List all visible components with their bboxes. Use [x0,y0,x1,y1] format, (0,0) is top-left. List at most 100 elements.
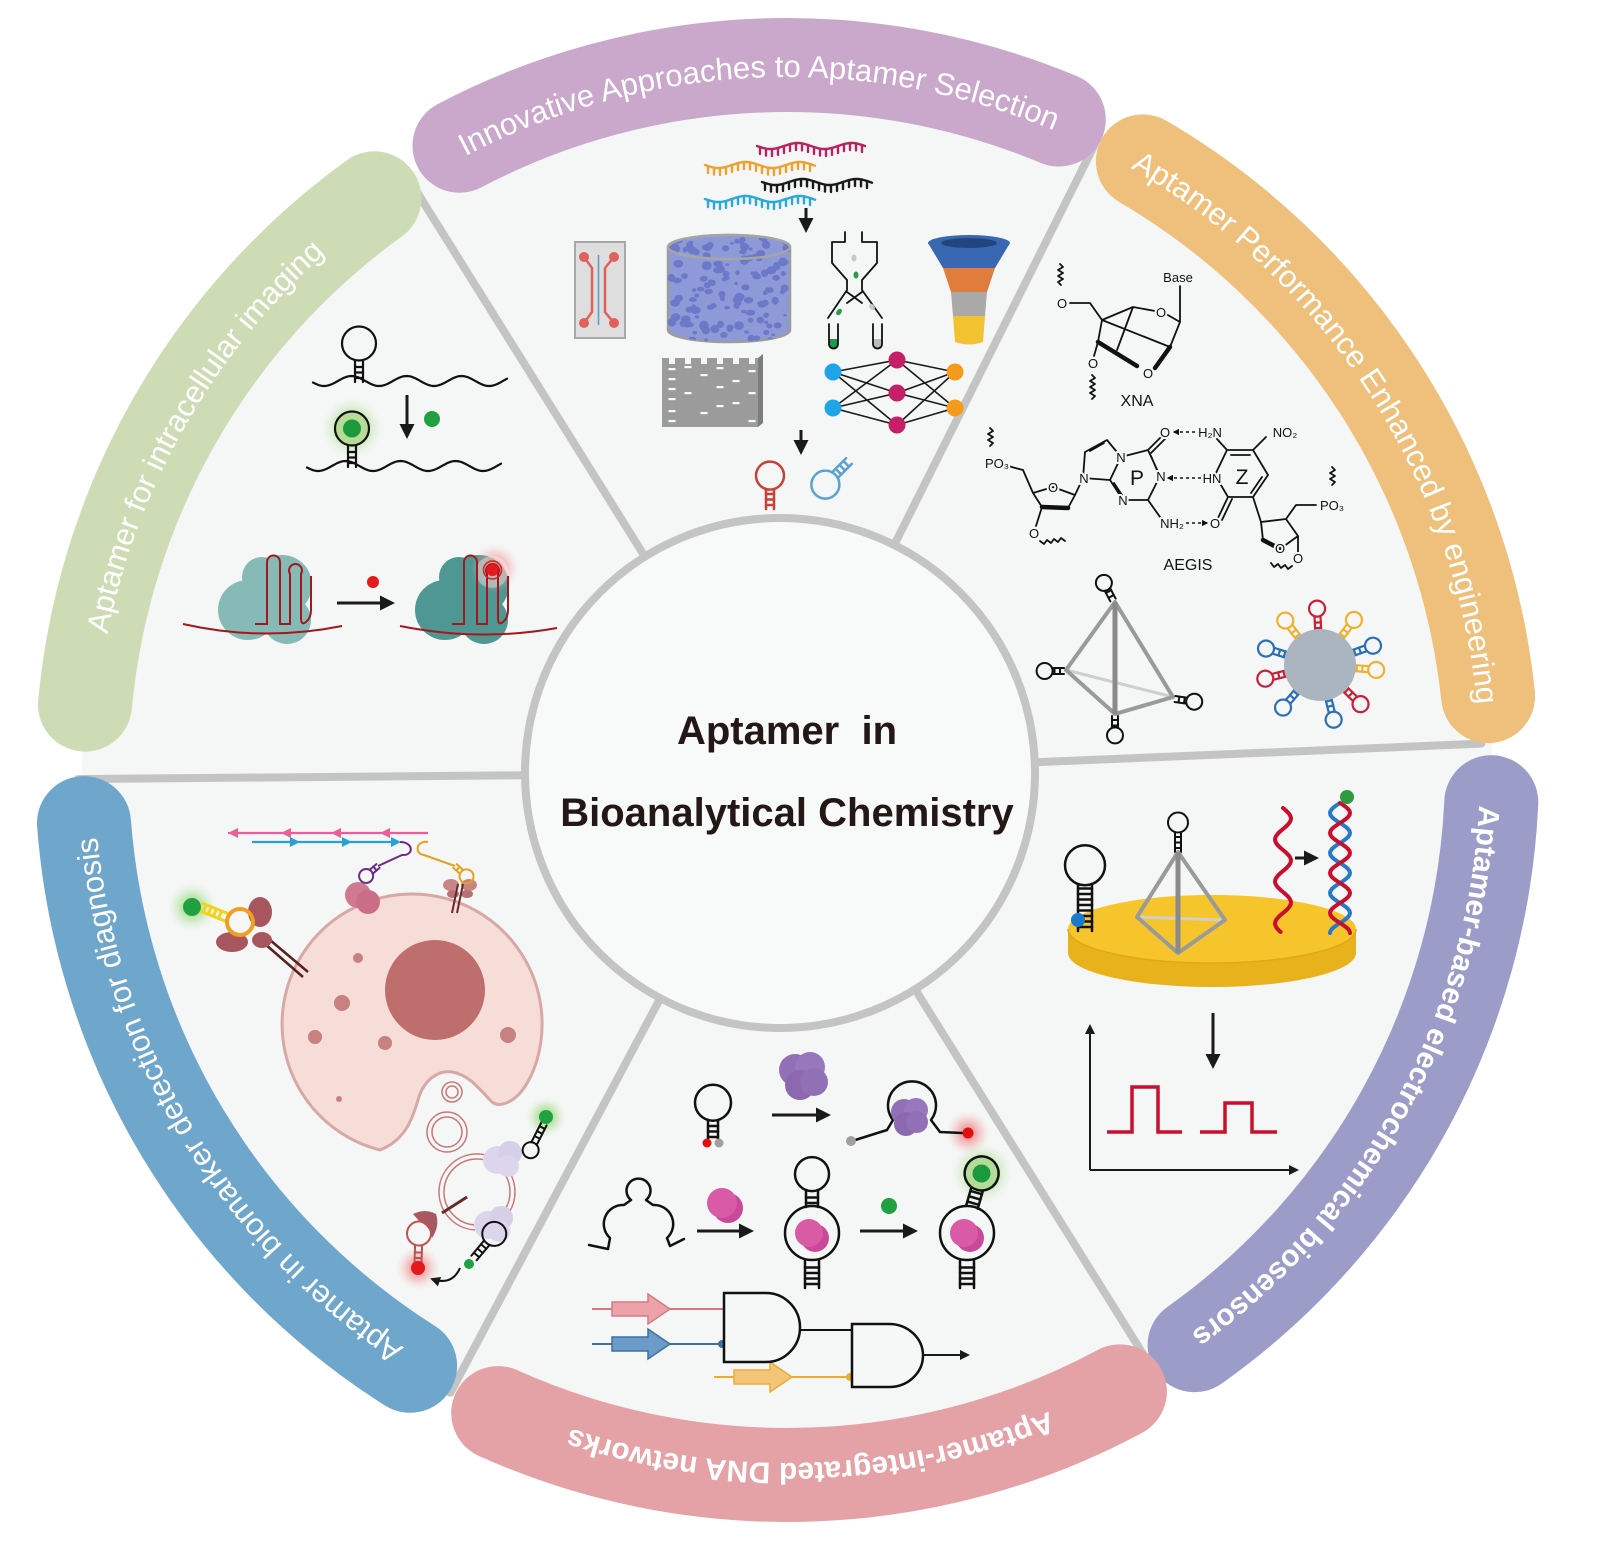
base-pair [1182,696,1186,705]
organelle [500,1027,516,1043]
receptor-lobe [252,932,272,948]
vesicle-ring [426,1111,468,1153]
band-arc [38,151,422,752]
gel-band [668,378,676,381]
spherical-nucleic-acid [1256,599,1386,729]
base-pair [1355,664,1359,673]
band-arc [1095,114,1536,744]
hydrogel-pore [743,296,754,304]
output-node [946,399,964,417]
hydrogel-pore [749,247,753,251]
hairpin-loop [1344,610,1364,630]
gel-band [668,368,676,371]
vesicle-ring [445,1085,459,1099]
sector-divider [1030,739,1486,767]
hydrogel-pore [703,282,711,289]
base-pair [476,1247,484,1254]
opened-aptamer-beacon [846,1080,990,1155]
sorter-nozzle [827,231,883,319]
base-pair [1292,689,1300,696]
network-edge [896,392,956,409]
ligand-dot [367,576,379,588]
hydrogel-pore [706,304,715,310]
receptor-wing [461,879,477,891]
base-pair [1324,699,1333,703]
network-edge [832,392,898,409]
protein-lobe [439,557,479,597]
signal-plot [1085,1024,1299,1175]
hairpin-stem [803,1259,821,1290]
xna-bonds [1069,285,1181,357]
droplet-green [836,308,842,316]
tetrahedron-aptamer [1094,573,1117,603]
base-pair [1326,704,1335,709]
helix-strand-red [1327,801,1353,935]
hydrogel-pore [762,269,766,273]
surface-protein-pink [345,882,380,914]
hydrogel-pore [780,271,786,277]
hydrogel-pore [734,321,744,330]
sector-divider [890,141,1099,549]
receptor-wing [443,879,459,891]
hydrogel-pore [763,312,769,319]
hydrogel-pore [763,329,770,335]
base-pair [834,467,843,476]
gel-electrophoresis [662,354,763,427]
fluorophore-dot-gray [714,1138,724,1148]
bound-ligand-ring [482,560,503,580]
exosome-aptamer-red [405,1220,432,1264]
gel-band [716,405,724,408]
selection-funnel [928,235,1010,345]
wavy-bond [1039,537,1066,545]
tetrahedron-probe [1135,850,1227,955]
wedge-bond [1039,504,1071,511]
tetrahedron-aptamer [1173,692,1204,711]
hydrogel-pore [687,246,697,255]
sector-divider [404,173,649,561]
network-edge [896,371,956,426]
organelle [378,1036,392,1050]
hydrogel-pore [730,241,734,245]
atom-label-oxygen: O [1088,356,1098,371]
hydrogel-pore [722,270,730,278]
nucleus [385,940,485,1040]
hydrogel-pore [713,260,723,268]
dna-tetrahedron-aptamer [1035,573,1204,745]
hydrogel-pore [764,287,771,293]
sector-divider [446,994,665,1397]
exosome-aptamer [470,1220,508,1262]
funnel-layer-gray [951,292,987,316]
chip-port [579,252,589,262]
hydrogel-pore [773,322,782,329]
microfluidic-chip [574,241,626,339]
rna-strand [182,623,343,635]
base-pair [217,909,224,920]
base-pair [201,903,208,914]
gel-band [668,388,676,391]
base-pair [1343,687,1350,694]
hairpin-loop [1256,669,1275,688]
aptamer-protein-complex [783,1204,841,1262]
organelle [353,953,363,963]
protein-lobe [800,1068,828,1096]
hairpin-loop [1273,698,1293,717]
gel-band [748,420,756,423]
chip-port [609,318,619,328]
tetrahedron-back-edge [1065,668,1174,699]
imidazole-ring [1082,439,1122,481]
hydrogel-pore [772,274,780,281]
wedge-bond [1260,537,1283,552]
network-edge [832,371,898,394]
hairpin-loop [1185,692,1204,711]
hairpin-loop [481,1220,508,1247]
oligo-strand-black [760,177,874,194]
hydrogel-pore [771,333,776,337]
base-pair [455,865,461,872]
hydrogel-pore [699,320,709,331]
band-arc [37,776,458,1413]
hydrogel-pore [668,273,676,282]
tetrahedron-back-edge [1136,915,1226,922]
tube-liquid-gray [873,339,882,349]
wavy-bond [987,427,994,447]
